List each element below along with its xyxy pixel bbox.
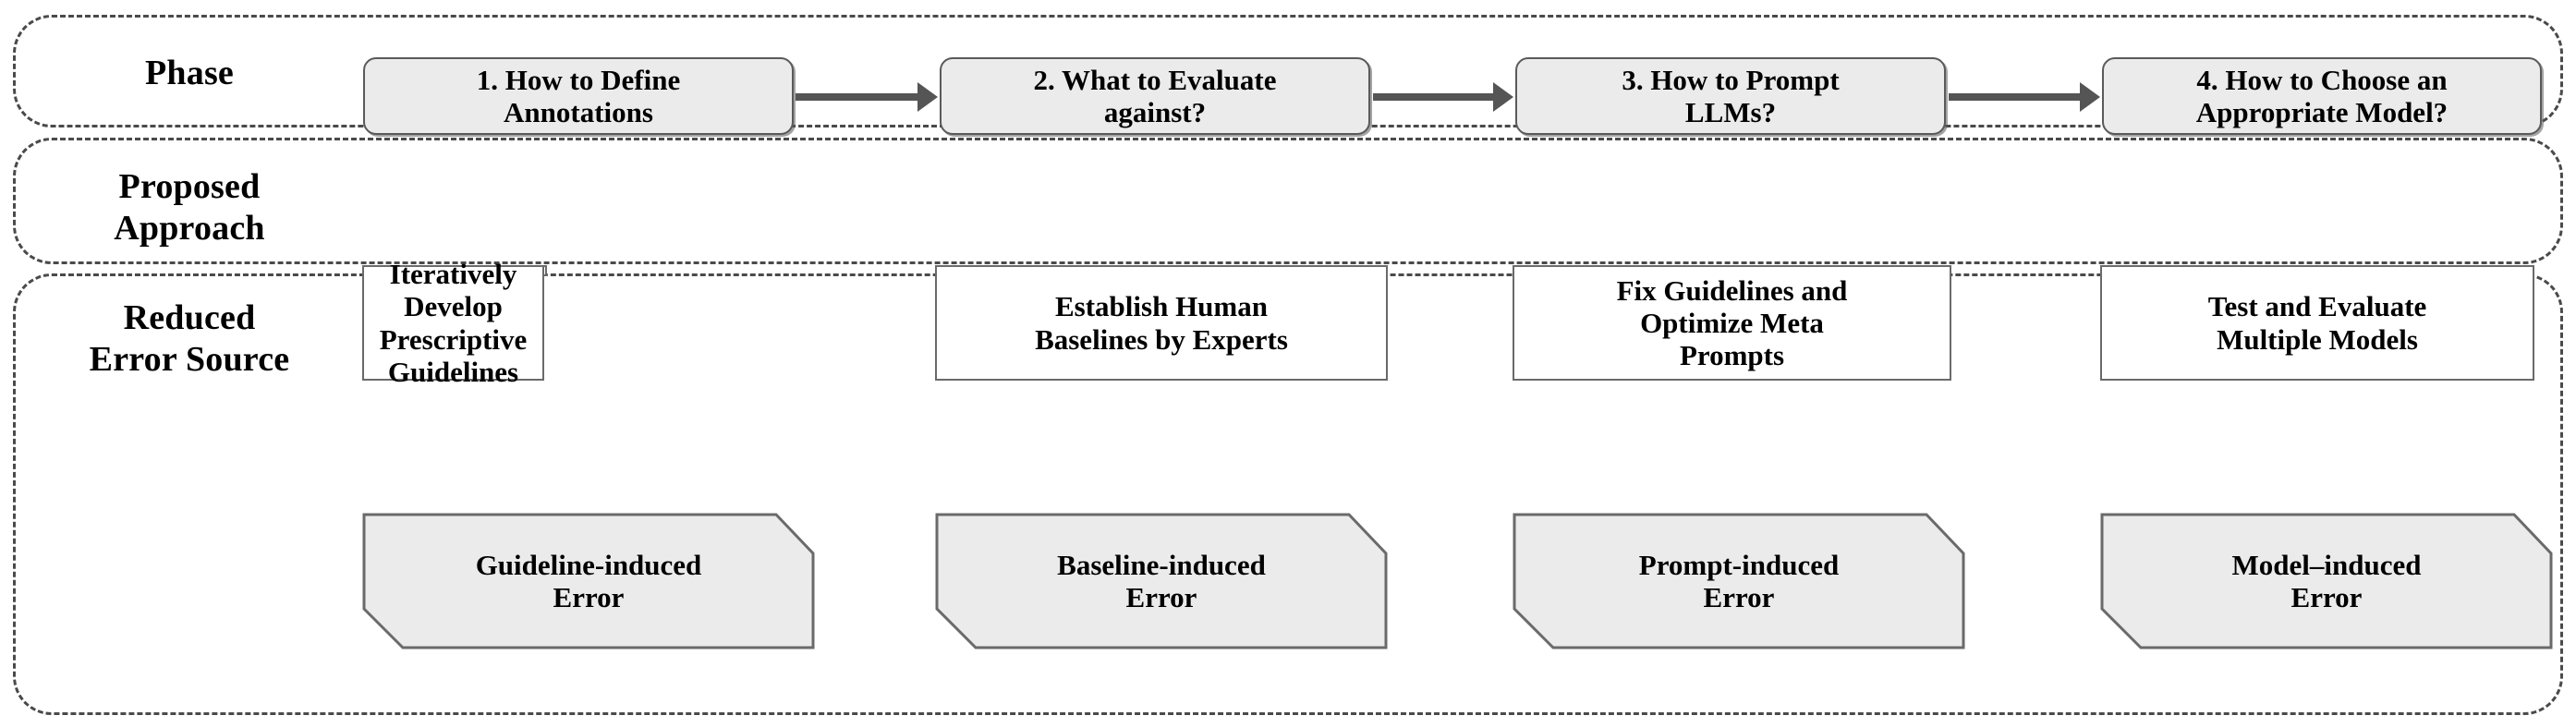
phase-node-4-line-2: Appropriate Model? [2195, 96, 2448, 128]
approach-node-1-text: Iteratively Develop Prescriptive Guideli… [375, 258, 531, 388]
approach-node-3-line-1: Fix Guidelines and [1616, 273, 1848, 307]
approach-node-2-text: Establish Human Baselines by Experts [1035, 290, 1288, 356]
arrow-phase-1-to-2 [796, 93, 919, 101]
row-label-error-line-2: Error Source [89, 339, 290, 379]
phase-node-2-line-2: against? [1103, 96, 1207, 128]
approach-node-2[interactable]: Establish Human Baselines by Experts [935, 265, 1388, 381]
approach-node-4-text: Test and Evaluate Multiple Models [2208, 290, 2427, 356]
error-node-2-line-1: Baseline-induced [1057, 548, 1266, 581]
arrow-phase-3-to-4 [1949, 93, 2082, 101]
error-node-3-text: Prompt-induced Error [1639, 549, 1839, 614]
phase-node-2[interactable]: 2. What to Evaluate against? [940, 57, 1370, 135]
error-node-4-line-1: Model–induced [2231, 548, 2422, 581]
error-node-1[interactable]: Guideline-induced Error [362, 513, 815, 649]
row-label-approach-line-2: Approach [114, 208, 265, 248]
phase-node-2-line-1: 2. What to Evaluate [1033, 63, 1277, 96]
error-node-4-line-2: Error [2290, 581, 2363, 613]
row-band-approach [13, 138, 2563, 264]
clipped-corner-shape-icon [2100, 513, 2553, 649]
approach-node-2-line-2: Baselines by Experts [1035, 322, 1288, 356]
phase-node-2-text: 2. What to Evaluate against? [1034, 64, 1277, 129]
error-node-3[interactable]: Prompt-induced Error [1513, 513, 1965, 649]
error-node-1-line-2: Error [553, 581, 625, 613]
row-label-approach: Proposed Approach [28, 166, 351, 249]
row-label-phase: Phase [28, 53, 351, 94]
clipped-corner-shape-icon [362, 513, 815, 649]
phase-node-3-line-2: LLMs? [1684, 96, 1777, 128]
phase-node-4-line-1: 4. How to Choose an [2196, 63, 2448, 96]
row-label-error-line-1: Reduced [123, 298, 256, 337]
error-node-2-line-2: Error [1125, 581, 1197, 613]
error-node-3-line-2: Error [1703, 581, 1775, 613]
phase-node-1-line-2: Annotations [504, 96, 653, 128]
phase-node-1-line-1: 1. How to Define [476, 63, 681, 96]
phase-node-1[interactable]: 1. How to Define Annotations [363, 57, 794, 135]
error-node-2-text: Baseline-induced Error [1057, 549, 1266, 614]
error-node-3-line-1: Prompt-induced [1638, 548, 1840, 581]
approach-node-1-line-2: Prescriptive [379, 322, 528, 356]
clipped-corner-shape-icon [1513, 513, 1965, 649]
approach-node-3-text: Fix Guidelines and Optimize Meta Prompts [1617, 274, 1848, 372]
error-node-4-text: Model–induced Error [2232, 549, 2422, 614]
approach-node-4-line-2: Multiple Models [2217, 322, 2418, 356]
phase-node-3-line-1: 3. How to Prompt [1622, 63, 1840, 96]
phase-node-4[interactable]: 4. How to Choose an Appropriate Model? [2102, 57, 2542, 135]
clipped-corner-shape-icon [935, 513, 1388, 649]
approach-node-2-line-1: Establish Human [1054, 290, 1268, 323]
error-node-4[interactable]: Model–induced Error [2100, 513, 2553, 649]
row-label-error: Reduced Error Source [28, 297, 351, 381]
phase-node-4-text: 4. How to Choose an Appropriate Model? [2196, 64, 2448, 129]
arrow-phase-2-to-3 [1373, 93, 1495, 101]
phase-node-1-text: 1. How to Define Annotations [477, 64, 680, 129]
approach-node-1-line-1: Iteratively Develop [389, 257, 517, 323]
row-label-approach-line-1: Proposed [118, 167, 261, 206]
row-label-phase-line-1: Phase [145, 54, 234, 92]
error-node-1-line-1: Guideline-induced [475, 548, 702, 581]
error-node-2[interactable]: Baseline-induced Error [935, 513, 1388, 649]
error-node-1-text: Guideline-induced Error [476, 549, 702, 614]
approach-node-3[interactable]: Fix Guidelines and Optimize Meta Prompts [1513, 265, 1951, 381]
approach-node-1[interactable]: Iteratively Develop Prescriptive Guideli… [362, 258, 544, 388]
approach-node-4[interactable]: Test and Evaluate Multiple Models [2100, 265, 2534, 381]
approach-node-3-line-3: Prompts [1679, 339, 1785, 372]
approach-node-4-line-1: Test and Evaluate [2207, 290, 2427, 323]
phase-node-3[interactable]: 3. How to Prompt LLMs? [1515, 57, 1946, 135]
approach-node-3-line-2: Optimize Meta [1640, 306, 1824, 339]
phase-node-3-text: 3. How to Prompt LLMs? [1622, 64, 1839, 129]
approach-node-1-line-3: Guidelines [387, 355, 519, 388]
